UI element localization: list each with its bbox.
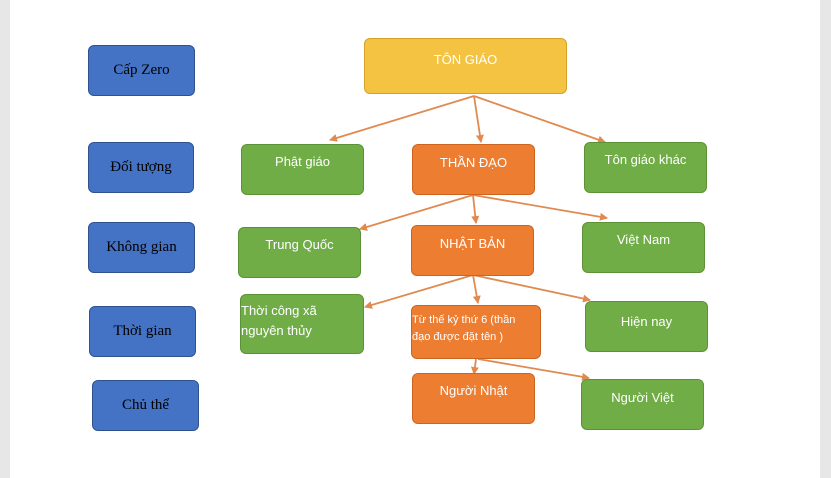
node-nguoi-nhat-label: Người Nhật — [439, 383, 508, 398]
level-cap-zero: Cấp Zero — [88, 45, 195, 96]
node-nguoi-viet: Người Việt — [581, 379, 704, 430]
level-khong-gian-label: Không gian — [106, 238, 177, 255]
level-chu-the: Chủ thể — [92, 380, 199, 431]
node-ton-giao: TÔN GIÁO — [364, 38, 567, 94]
node-trung-quoc: Trung Quốc — [238, 227, 361, 278]
level-chu-the-label: Chủ thể — [121, 396, 170, 413]
node-ton-giao-khac: Tôn giáo khác — [584, 142, 707, 193]
node-hien-nay: Hiện nay — [585, 301, 708, 352]
node-viet-nam-label: Việt Nam — [616, 232, 671, 247]
node-phat-giao-label: Phật giáo — [275, 154, 330, 169]
level-cap-zero-label: Cấp Zero — [113, 61, 170, 78]
level-thoi-gian: Thời gian — [89, 306, 196, 357]
node-ton-giao-khac-label: Tôn giáo khác — [604, 152, 687, 167]
node-than-dao: THẦN ĐẠO — [412, 144, 535, 195]
node-ton-giao-label: TÔN GIÁO — [433, 52, 498, 67]
node-nguoi-viet-label: Người Việt — [611, 390, 674, 405]
node-nhat-ban-label: NHẬT BẢN — [439, 236, 506, 251]
node-phat-giao: Phật giáo — [241, 144, 364, 195]
node-tu-the-ky-line1: Từ thế kỷ thứ 6 (thần — [412, 314, 516, 326]
node-nhat-ban: NHẬT BẢN — [411, 225, 534, 276]
node-hien-nay-label: Hiện nay — [620, 314, 673, 329]
level-khong-gian: Không gian — [88, 222, 195, 273]
level-doi-tuong: Đối tượng — [88, 142, 194, 193]
node-thoi-cong-xa-line2: nguyên thủy — [241, 323, 312, 339]
node-thoi-cong-xa-line1: Thời công xã — [241, 303, 317, 318]
level-thoi-gian-label: Thời gian — [113, 322, 172, 339]
node-viet-nam: Việt Nam — [582, 222, 705, 273]
node-trung-quoc-label: Trung Quốc — [265, 237, 334, 252]
level-doi-tuong-label: Đối tượng — [110, 158, 172, 175]
node-thoi-cong-xa: Thời công xã nguyên thủy — [240, 294, 364, 354]
node-tu-the-ky: Từ thế kỷ thứ 6 (thần đạo được đặt tên ) — [411, 305, 541, 359]
node-than-dao-label: THẦN ĐẠO — [439, 155, 508, 170]
node-tu-the-ky-line2: đạo được đặt tên ) — [412, 330, 504, 343]
node-nguoi-nhat: Người Nhật — [412, 373, 535, 424]
